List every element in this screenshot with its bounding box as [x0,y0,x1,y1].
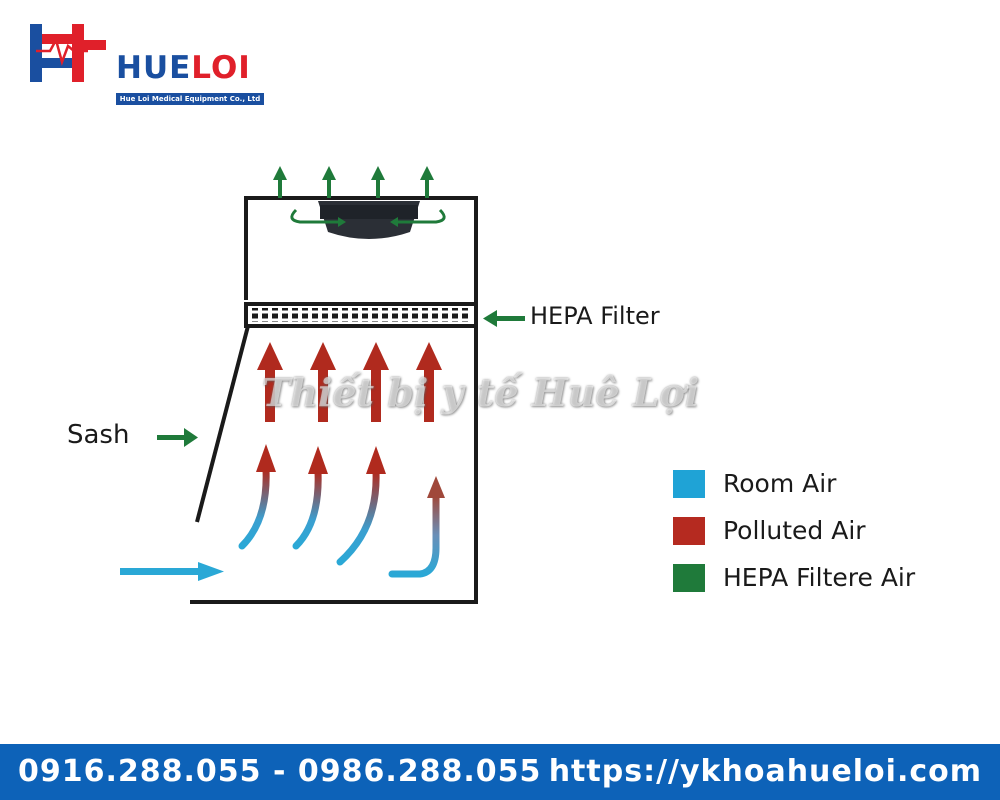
cabinet-outline [190,196,478,604]
legend-label: Polluted Air [723,516,866,545]
legend-item-hepa-air: HEPA Filtere Air [673,554,915,601]
legend: Room Air Polluted Air HEPA Filtere Air [673,460,915,601]
legend-item-polluted-air: Polluted Air [673,507,915,554]
contact-footer: 0916.288.055 - 0986.288.055 https://ykho… [0,744,1000,800]
footer-phone-numbers: 0916.288.055 - 0986.288.055 [18,754,542,789]
rising-air-arrow [292,446,328,550]
hepa-exhaust-arrows [273,166,434,198]
rising-air-arrow [336,446,386,566]
exhaust-arrow [273,166,287,198]
legend-swatch [673,563,705,592]
hepa-filter-label: HEPA Filter [530,302,660,330]
legend-item-room-air: Room Air [673,460,915,507]
company-logo: HUELOI Hue Loi Medical Equipment Co., Lt… [28,20,264,105]
polluted-air-arrows [257,342,442,422]
hepa-label-arrow [483,310,525,327]
sash-panel [195,325,250,523]
exhaust-fan-icon [290,201,446,239]
sash-label-arrow [157,428,198,447]
rising-air-arrow [238,444,276,550]
logo-text-loi: LOI [191,50,251,86]
polluted-air-arrow [310,342,336,422]
logo-wordmark: HUELOI [116,50,251,86]
medical-cross-logo-icon [30,24,106,82]
rising-air-arrows [238,444,445,578]
polluted-air-arrow [416,342,442,422]
legend-label: HEPA Filtere Air [723,563,916,592]
logo-subtitle: Hue Loi Medical Equipment Co., Ltd [116,93,264,105]
legend-swatch [673,516,705,545]
room-air-inflow-arrow [120,562,224,581]
exhaust-arrow [371,166,385,198]
exhaust-arrow [420,166,434,198]
sash-label: Sash [67,420,130,450]
exhaust-arrow [322,166,336,198]
footer-website-link[interactable]: https://ykhoahueloi.com [548,754,982,789]
biosafety-cabinet-diagram [120,166,525,604]
polluted-air-arrow [363,342,389,422]
logo-text-hue: HUE [116,50,192,86]
legend-label: Room Air [723,469,837,498]
rising-air-arrow [388,476,445,578]
watermark-text: Thiết bị y tế Huê Lợi [262,370,700,415]
polluted-air-arrow [257,342,283,422]
legend-swatch [673,469,705,498]
hepa-filter-block [244,302,478,328]
